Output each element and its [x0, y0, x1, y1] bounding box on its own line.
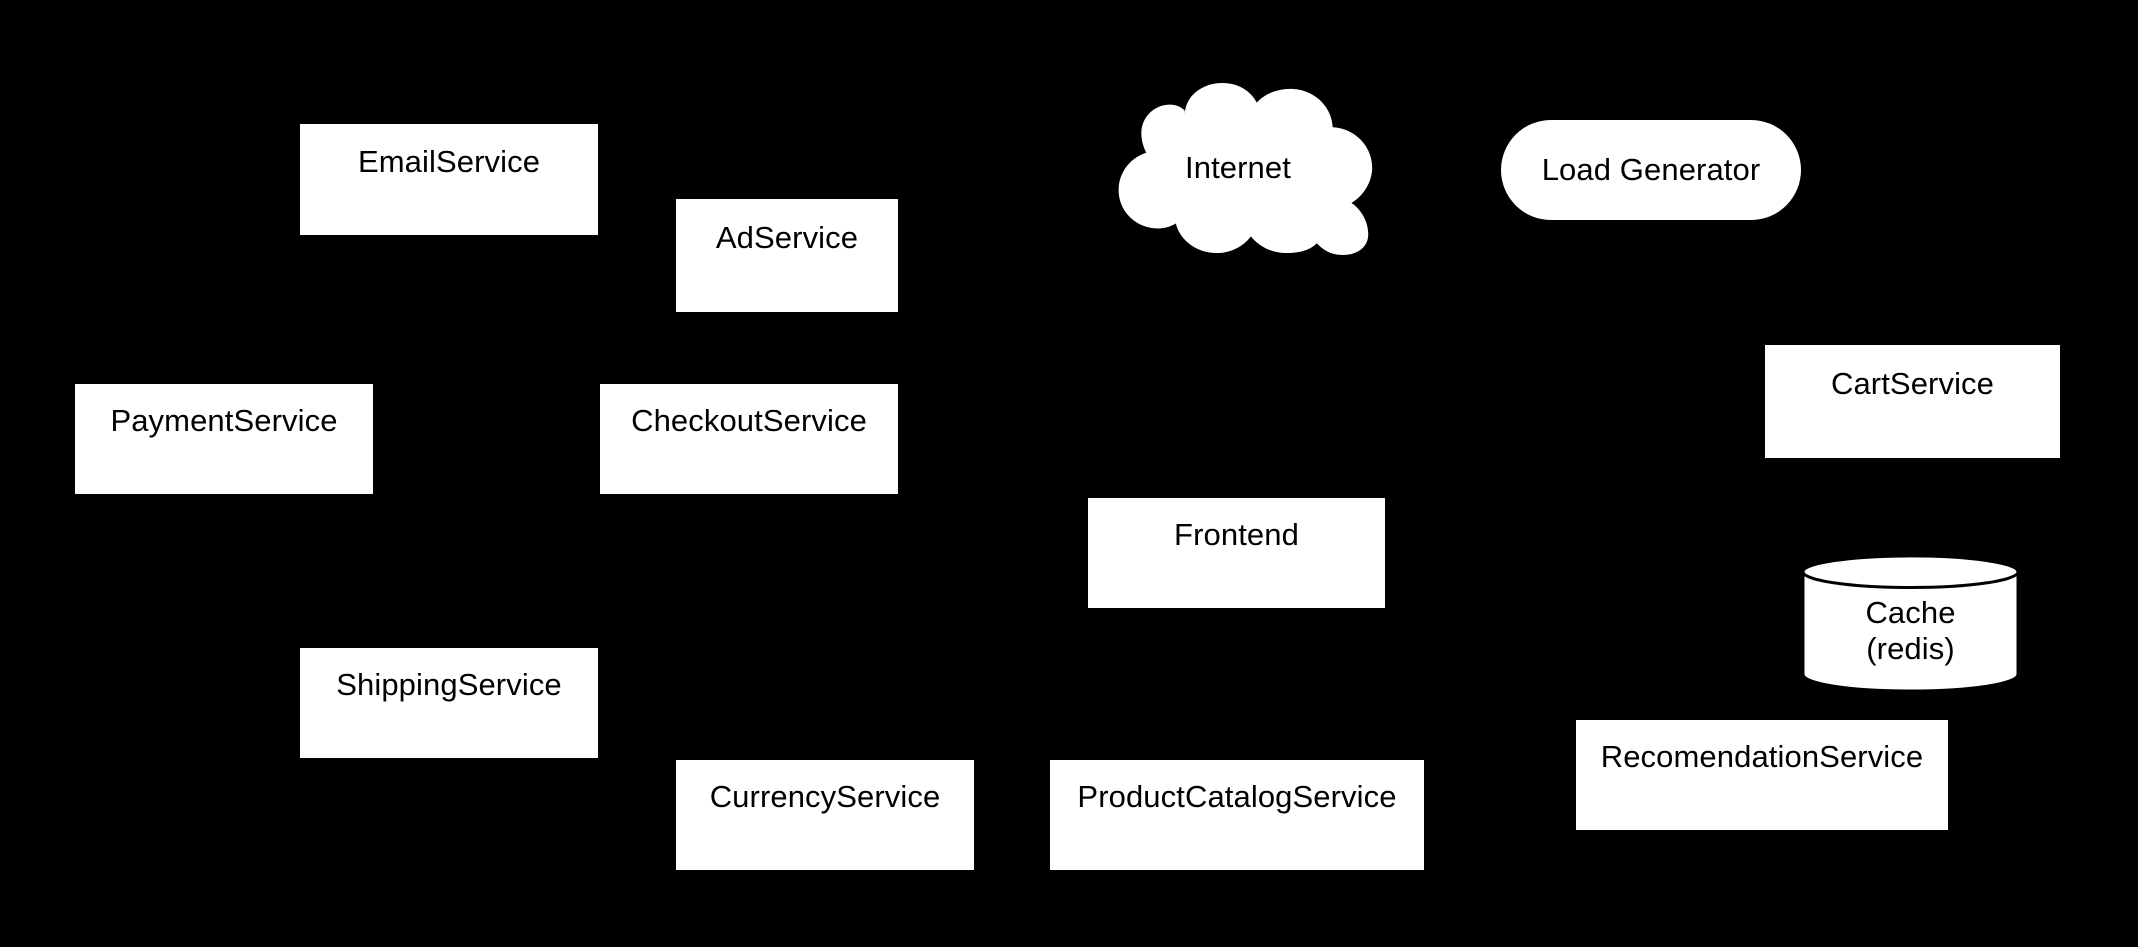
node-load-generator[interactable]: Load Generator	[1501, 120, 1801, 220]
node-cache-redis[interactable]: Cache (redis)	[1800, 553, 2021, 693]
node-shipping-service[interactable]: ShippingService	[300, 648, 598, 758]
node-product-catalog-service[interactable]: ProductCatalogService	[1050, 760, 1424, 870]
node-frontend[interactable]: Frontend	[1088, 498, 1385, 608]
node-checkout-service[interactable]: CheckoutService	[600, 384, 898, 494]
node-internet[interactable]: Internet	[1090, 80, 1386, 255]
node-ad-service[interactable]: AdService	[676, 199, 898, 312]
node-payment-service[interactable]: PaymentService	[75, 384, 373, 494]
node-label-frontend: Frontend	[1174, 517, 1299, 553]
node-label-cart-service: CartService	[1830, 365, 1995, 401]
node-label-shipping-service: ShippingService	[336, 667, 562, 703]
node-email-service[interactable]: EmailService	[300, 124, 598, 235]
node-label-cache-redis: Cache (redis)	[1865, 595, 1956, 666]
node-label-load-generator: Load Generator	[1541, 152, 1761, 188]
node-label-recomendation-service: RecomendationService	[1600, 739, 1924, 775]
node-recomendation-service[interactable]: RecomendationService	[1576, 720, 1948, 830]
node-label-checkout-service: CheckoutService	[631, 403, 867, 439]
node-label-product-catalog-service: ProductCatalogService	[1077, 779, 1397, 815]
node-label-email-service: EmailService	[357, 143, 541, 179]
node-currency-service[interactable]: CurrencyService	[676, 760, 974, 870]
node-label-currency-service: CurrencyService	[709, 779, 941, 815]
node-label-ad-service: AdService	[715, 219, 859, 255]
node-label-internet: Internet	[1185, 149, 1291, 185]
node-cart-service[interactable]: CartService	[1765, 345, 2060, 458]
node-label-payment-service: PaymentService	[110, 403, 338, 439]
